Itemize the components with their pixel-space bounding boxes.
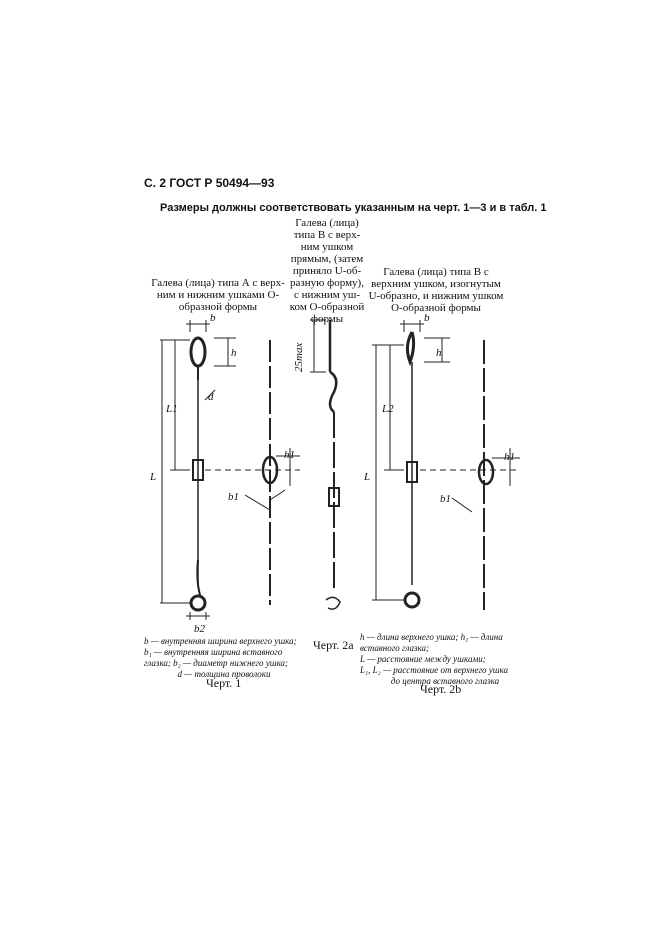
caption-type-b-straight: Галева (лица) типа В с верх- ним ушком п…: [289, 217, 365, 325]
intro-text: Размеры должны соответствовать указанным…: [160, 202, 547, 214]
dim-d-fig1: d: [208, 391, 214, 403]
dim-b-fig1: b: [210, 312, 216, 324]
dim-h1-fig2b: h1: [504, 451, 515, 463]
legend-right: h — длина верхнего ушка; h₁ — длина вста…: [360, 632, 508, 686]
dim-25max: 25max: [293, 343, 305, 372]
figure-2a-drawing: [310, 319, 341, 610]
figure-2b-drawing: [372, 320, 520, 610]
caption-type-b-bent: Галева (лица) типа В с верхним ушком, из…: [368, 266, 504, 314]
dim-b-fig2b: b: [424, 312, 430, 324]
figure-2b-label: Черт. 2b: [420, 682, 462, 696]
dim-h-fig2b: h: [436, 347, 442, 359]
dim-b1-fig2b: b1: [440, 493, 451, 505]
dim-L2-fig2b: L2: [381, 403, 394, 415]
dim-b1-fig1: b1: [228, 491, 239, 503]
legend-left: b — внутренняя ширина верхнего ушка; b₁ …: [144, 636, 297, 679]
dim-L1-fig1: L1: [165, 403, 178, 415]
dim-L-fig2b: L: [363, 471, 370, 483]
figure-1-label: Черт. 1: [206, 676, 242, 690]
caption-type-a: Галева (лица) типа А с верх- ним и нижни…: [151, 277, 285, 313]
figure-1-drawing: [160, 320, 300, 620]
page-header: С. 2 ГОСТ Р 50494—93: [144, 176, 275, 190]
dim-L-fig1: L: [149, 471, 156, 483]
dim-b2-fig1: b2: [194, 623, 206, 635]
dim-h-fig1: h: [231, 347, 237, 359]
dim-h1-fig1: h1: [284, 449, 295, 461]
figure-2a-label: Черт. 2a: [313, 638, 354, 652]
